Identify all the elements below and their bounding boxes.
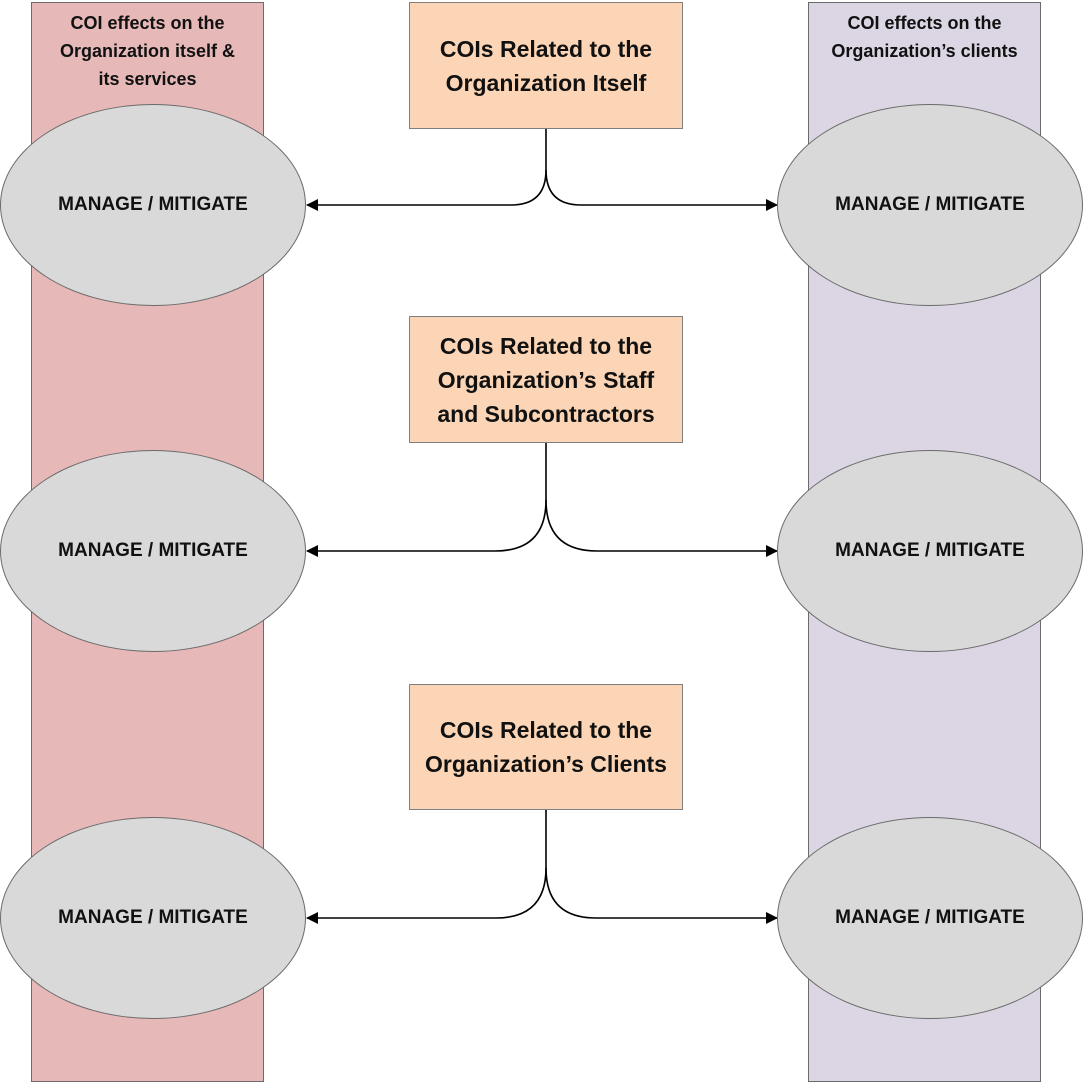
coi-box-line: COIs Related to the — [439, 332, 653, 359]
connector-arrow-right-3 — [545, 867, 778, 924]
connector-group-3 — [306, 810, 778, 924]
manage-mitigate-ellipse-right-2: MANAGE / MITIGATE — [777, 450, 1083, 652]
connector-arrow-left-3 — [306, 810, 547, 924]
manage-mitigate-ellipse-left-1: MANAGE / MITIGATE — [0, 104, 306, 306]
manage-mitigate-ellipse-left-3: MANAGE / MITIGATE — [0, 817, 306, 1019]
coi-box-line: COIs Related to the — [439, 717, 653, 743]
connector-arrow-right-2 — [545, 499, 778, 557]
left-column-header: COI effects on the Organization itself &… — [32, 9, 263, 93]
manage-mitigate-ellipse-right-3: MANAGE / MITIGATE — [777, 817, 1083, 1019]
right-column-header-line: Organization’s clients — [831, 41, 1018, 61]
manage-mitigate-ellipse-right-1: MANAGE / MITIGATE — [777, 104, 1083, 306]
connector-arrow-left-1 — [306, 129, 547, 211]
coi-box-organization-itself: COIs Related to the Organization Itself — [409, 2, 683, 129]
right-column-header: COI effects on the Organization’s client… — [809, 9, 1040, 65]
connector-group-2 — [306, 443, 778, 557]
right-column-header-line: COI effects on the — [847, 13, 1002, 33]
coi-box-staff-subcontractors: COIs Related to the Organization’s Staff… — [409, 316, 683, 443]
left-column-header-line: COI effects on the — [70, 13, 225, 33]
connector-arrow-right-1 — [545, 169, 778, 211]
coi-box-line: and Subcontractors — [437, 400, 655, 427]
manage-mitigate-ellipse-left-2: MANAGE / MITIGATE — [0, 450, 306, 652]
left-column-header-line: Organization itself & — [59, 41, 236, 61]
coi-box-line: COIs Related to the — [439, 35, 653, 62]
connector-arrow-left-2 — [306, 443, 547, 557]
coi-box-line: Organization’s Staff — [437, 366, 655, 393]
coi-box-line: Organization’s Clients — [425, 751, 667, 777]
left-column-header-line: its services — [98, 69, 197, 89]
connector-group-1 — [306, 129, 778, 211]
coi-box-clients: COIs Related to the Organization’s Clien… — [409, 684, 683, 810]
coi-box-line: Organization Itself — [445, 69, 647, 96]
